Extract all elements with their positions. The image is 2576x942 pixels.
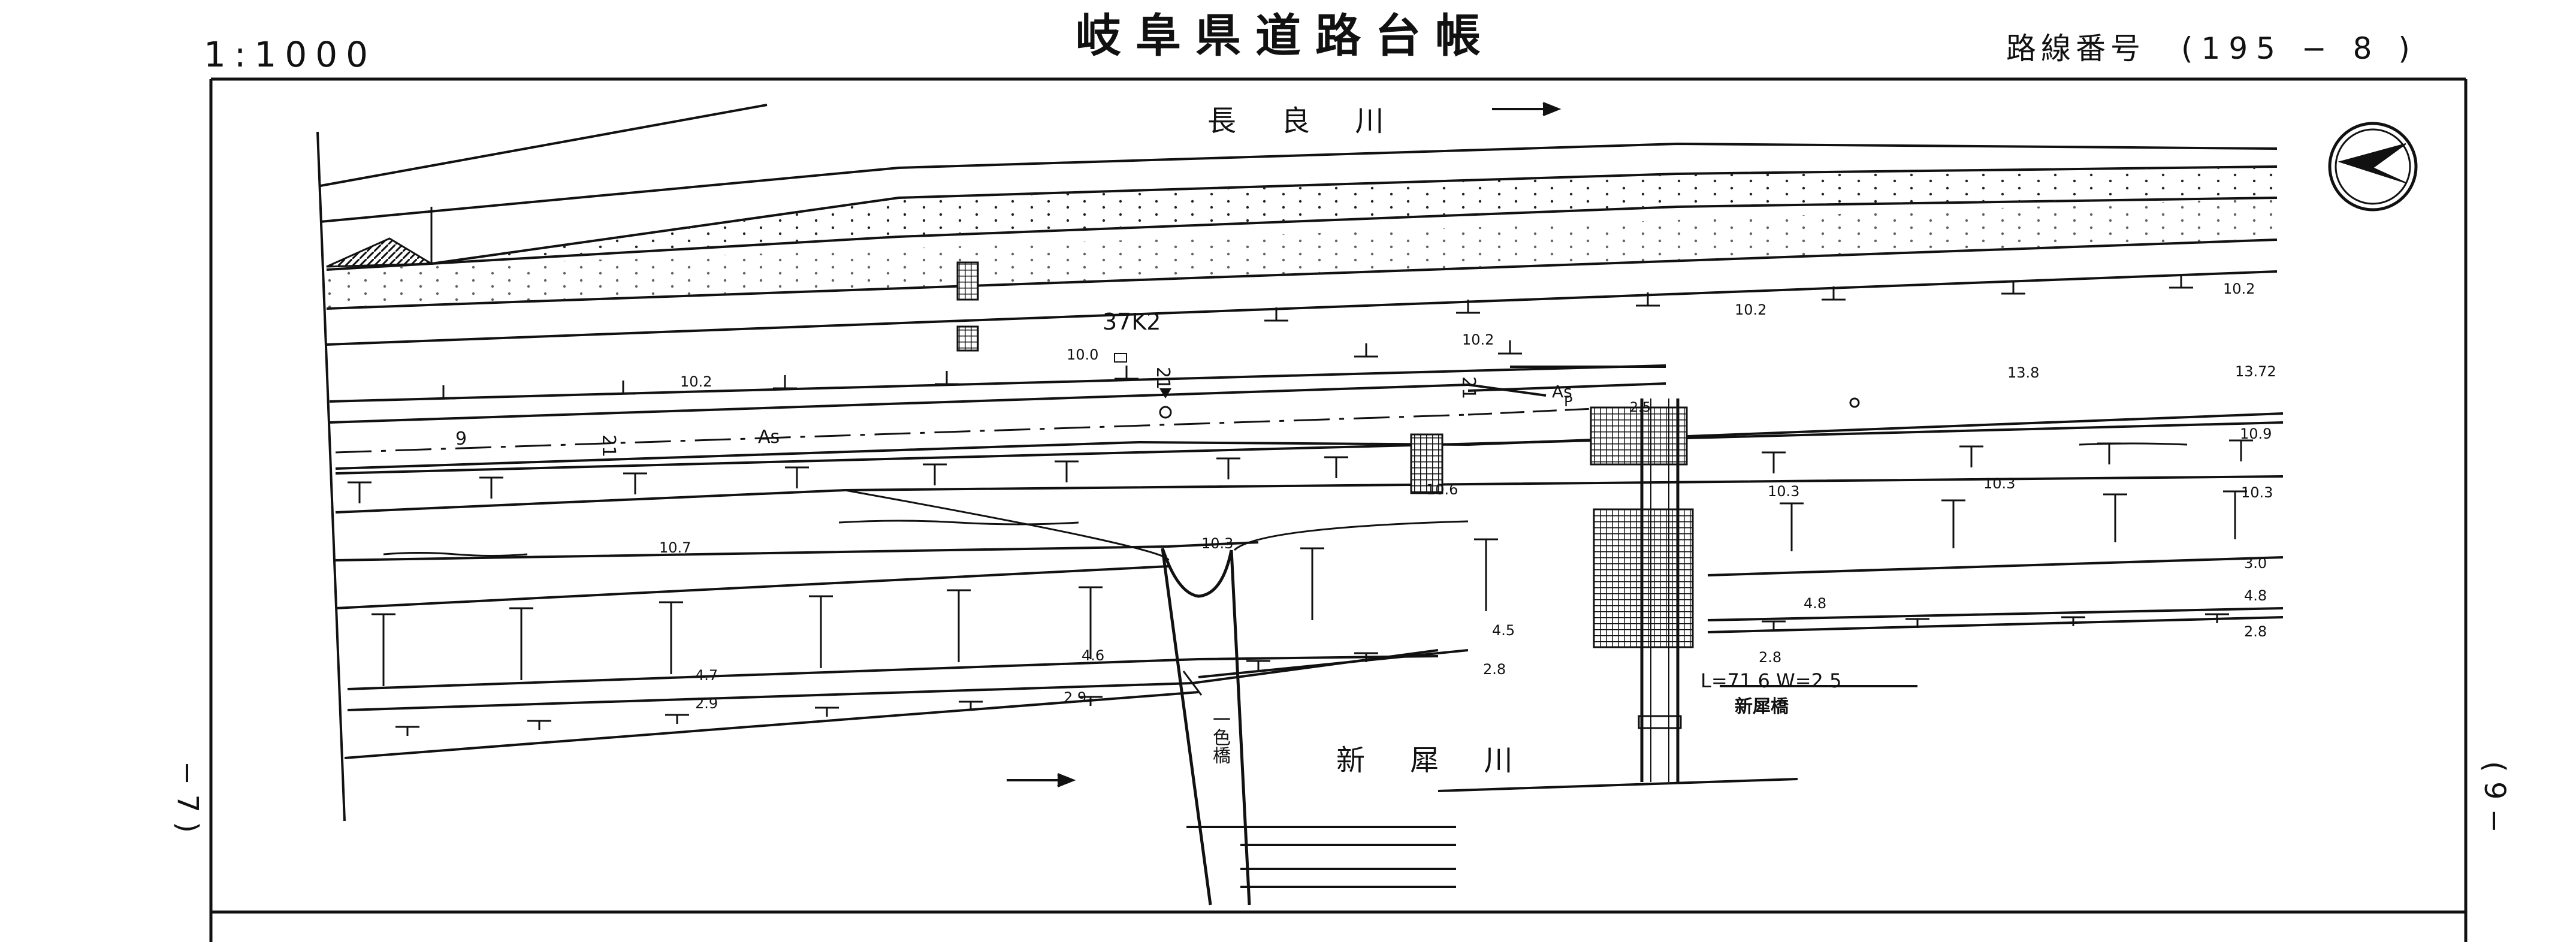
sheet-number-left: − 7 ) — [171, 761, 204, 833]
width-label: 2.9 — [1064, 689, 1087, 706]
route-number-label: 路線番号 — [2006, 31, 2145, 66]
width-label: 10.3 — [1983, 475, 2016, 492]
culvert — [1410, 433, 1443, 494]
benchmark-icon — [1159, 388, 1171, 398]
riverbank-protection — [326, 237, 435, 268]
shinsai-river — [1186, 685, 1917, 888]
marker-p: P — [1564, 393, 1573, 410]
width-label: 4.7 — [695, 667, 718, 684]
width-label: 2.8 — [1483, 661, 1506, 678]
bridge-label-isshiki: 一色橋 — [1209, 710, 1230, 764]
width-label: 10.2 — [680, 373, 712, 390]
width-label: 4.8 — [2244, 587, 2267, 604]
map-scale: 1:1000 — [204, 34, 377, 75]
width-label: 10.0 — [1067, 346, 1099, 363]
bridge-abutment-upper — [1590, 406, 1688, 466]
marker-9: 9 — [455, 428, 467, 449]
flow-arrows — [1007, 102, 1562, 787]
width-label: 2.8 — [2244, 623, 2267, 640]
width-label: 2.8 — [1759, 649, 1782, 666]
page-title: 岐阜県道路台帳 — [1076, 9, 1495, 62]
width-label: 4.5 — [1492, 622, 1515, 639]
route-marker-left: 21 — [598, 434, 619, 458]
width-label: 4.8 — [1804, 595, 1827, 612]
width-label: 10.2 — [1462, 331, 1494, 348]
embankment-fill-lower — [327, 198, 2277, 309]
river-label-nagara: 長 良 川 — [1207, 104, 1402, 138]
width-label: 10.3 — [1201, 535, 1234, 552]
width-label: 13.72 — [2235, 363, 2276, 380]
bridge-label-shinsai: 新犀橋 — [1735, 696, 1789, 717]
bridge-dimensions: L=71.6 W=2.5 — [1701, 669, 1842, 692]
width-label: 10.9 — [2240, 425, 2272, 442]
route-marker-mid: 21 — [1152, 367, 1173, 390]
station-label: 37K2 — [1103, 309, 1161, 335]
width-label: 2.9 — [695, 695, 718, 712]
route-road — [329, 364, 2284, 475]
width-label: 10.3 — [1768, 483, 1800, 500]
riverbed-slopes — [335, 475, 2284, 759]
river-label-shinsai: 新 犀 川 — [1336, 744, 1531, 777]
route-number-value: (195 − 8 ) — [2181, 31, 2418, 66]
slope-symbols — [348, 274, 2253, 736]
width-label: 10.7 — [659, 539, 691, 556]
embankment-fill — [327, 167, 2277, 270]
centerline — [335, 413, 1469, 454]
map-left-edge — [316, 131, 346, 822]
pavement-label: As — [758, 427, 780, 448]
stairs-lower — [956, 325, 979, 352]
width-label: 10.6 — [1426, 481, 1458, 498]
north-compass-icon — [2328, 122, 2418, 212]
sheet-frame — [209, 77, 2468, 942]
width-label: 3.0 — [2244, 555, 2267, 572]
route-marker-right: 21 — [1458, 376, 1479, 400]
pavement-label-right: As — [1552, 382, 1572, 401]
stairs-upper — [956, 261, 979, 301]
width-label: 13.8 — [2007, 364, 2040, 381]
width-label: 4.6 — [1082, 647, 1105, 664]
width-label: 10.2 — [2223, 280, 2255, 297]
width-label: 2.5 — [1630, 400, 1651, 415]
new-sai-bridge — [1638, 398, 1682, 782]
survey-point-icon — [1159, 406, 1172, 419]
isshiki-bridge — [1161, 548, 1251, 905]
width-label: 10.2 — [1735, 301, 1767, 318]
sheet-number-right: ( 9 − — [2478, 761, 2511, 833]
width-label: 10.3 — [2241, 484, 2273, 501]
